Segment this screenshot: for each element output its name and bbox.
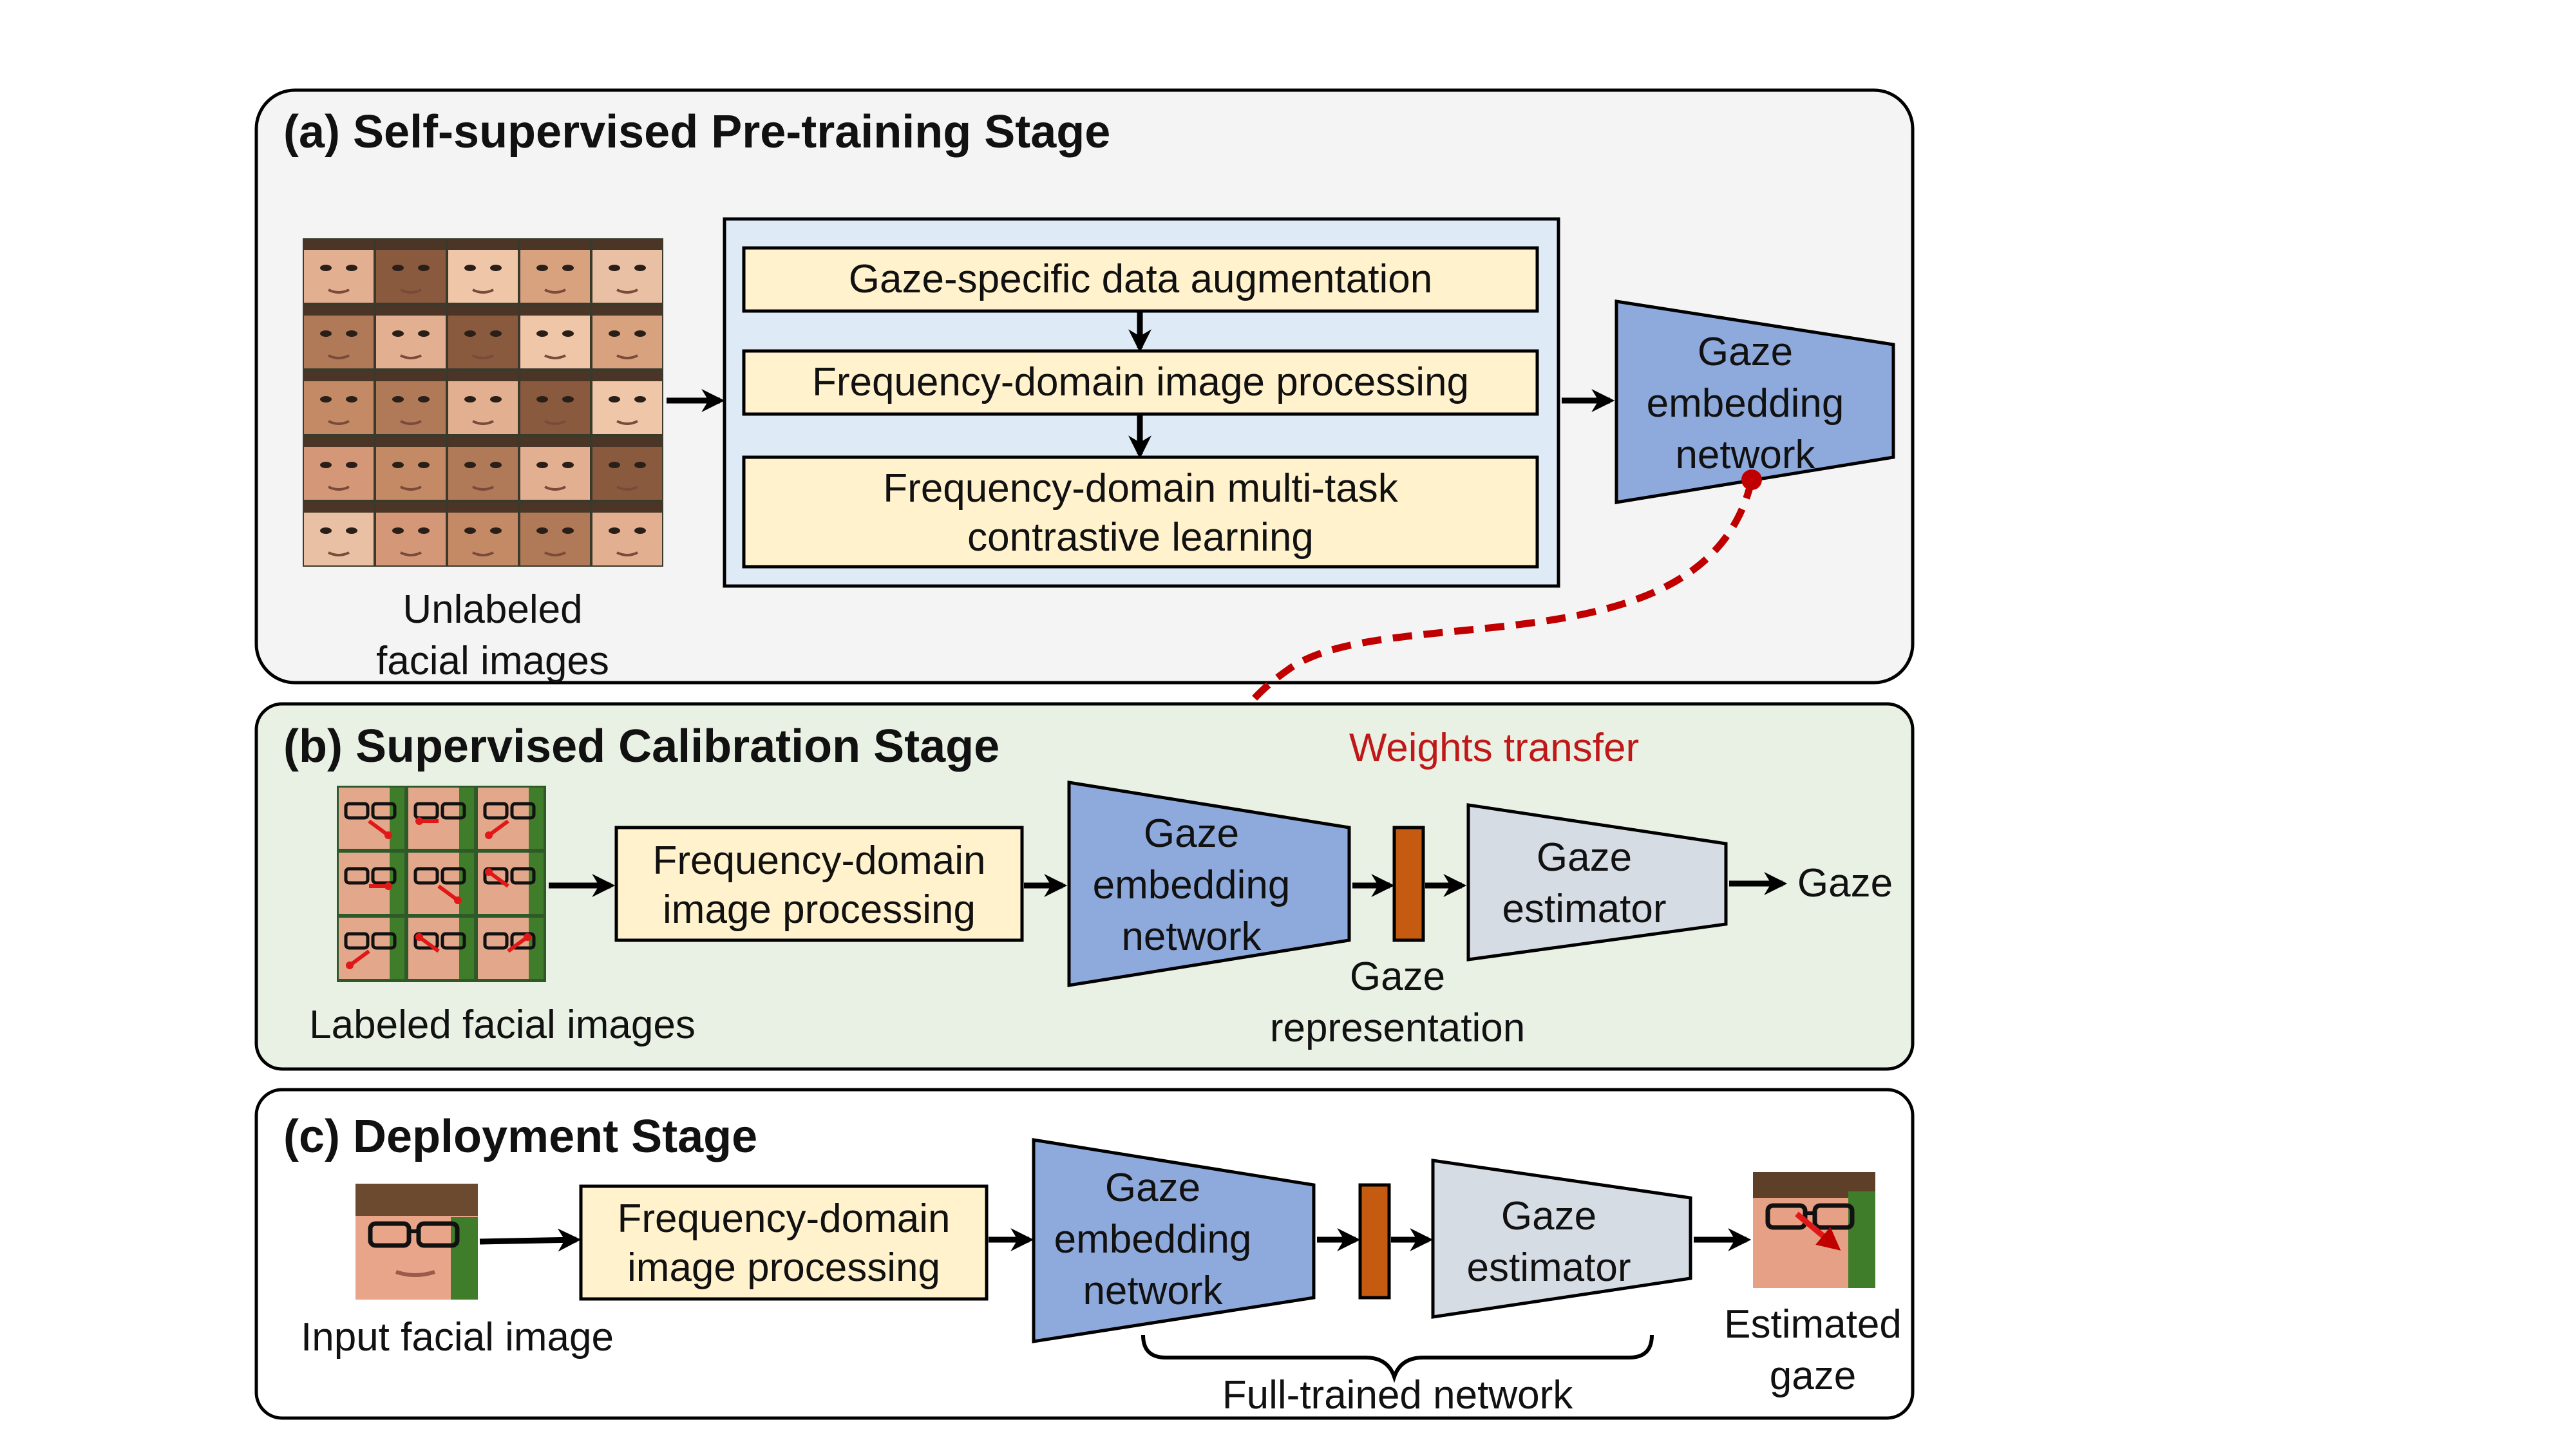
network-b-shape xyxy=(1067,781,1351,987)
step-augmentation-box xyxy=(742,246,1539,313)
representation-c-bar xyxy=(1358,1183,1391,1300)
unlabeled-face-grid xyxy=(303,238,663,567)
step-frequency-box xyxy=(742,349,1539,416)
input-face-photo xyxy=(355,1184,478,1300)
network-c-shape xyxy=(1032,1138,1316,1343)
processing-b-box xyxy=(614,826,1024,942)
representation-b-bar xyxy=(1392,826,1425,942)
labeled-face-grid xyxy=(337,786,546,982)
estimator-c-shape xyxy=(1431,1159,1692,1319)
arrow-input-to-processing xyxy=(479,1228,582,1252)
processing-c-box xyxy=(579,1184,989,1301)
network-a-shape xyxy=(1615,299,1895,504)
estimated-gaze-face-photo xyxy=(1753,1172,1875,1288)
step-contrastive-box xyxy=(742,455,1539,569)
estimator-b-shape xyxy=(1466,803,1728,961)
full-trained-brace xyxy=(1141,1334,1654,1383)
